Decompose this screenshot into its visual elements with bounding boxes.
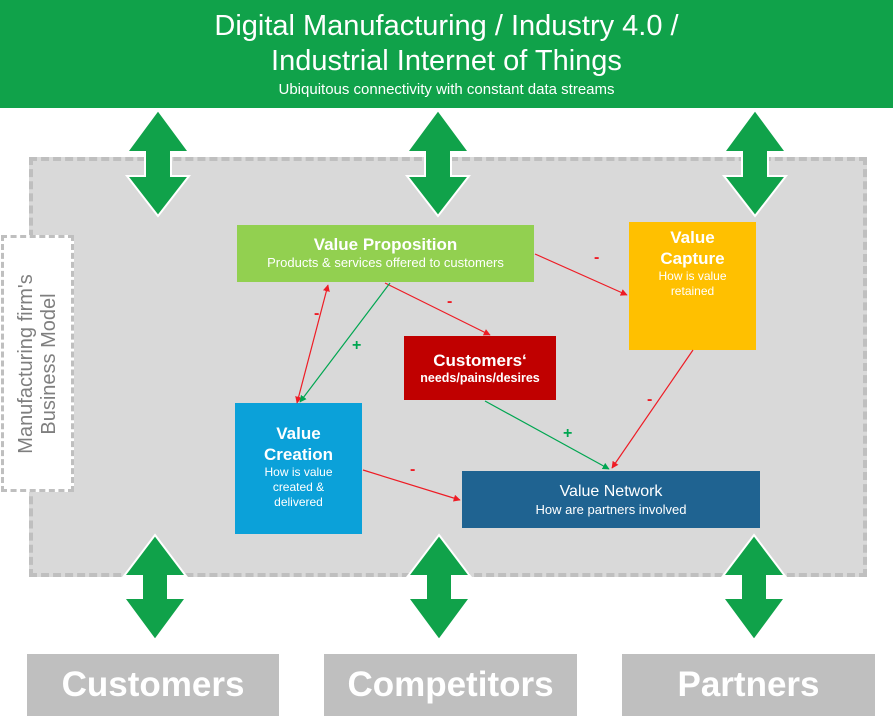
double-arrow-top-center (404, 108, 472, 218)
arrow-creation-to-network (362, 469, 461, 502)
sign-customers-to-network: + (563, 425, 572, 442)
value-capture-sub-line1: How is value (658, 269, 727, 283)
value-capture-sub-line2: retained (670, 284, 715, 298)
sign-vp-to-capture: - (594, 249, 599, 266)
double-arrow-bottom-right (720, 533, 788, 642)
sign-creation-to-network: - (410, 461, 415, 478)
banner-title-line1: Digital Manufacturing / Industry 4.0 / (214, 10, 679, 42)
header-banner: Digital Manufacturing / Industry 4.0 / I… (0, 0, 893, 108)
value-network-subtitle: How are partners involved (535, 502, 687, 517)
value-proposition-title: Value Proposition (313, 235, 458, 254)
sign-vp-to-creation: + (352, 337, 361, 354)
business-model-label: Manufacturing firm's Business Model (1, 235, 74, 492)
sign-capture-to-network: - (647, 391, 652, 408)
stakeholder-competitors: Competitors (324, 654, 577, 716)
customers-needs-box: Customers‘ needs/pains/desires (404, 336, 556, 400)
value-creation-box: Value Creation How is value created & de… (235, 403, 362, 534)
banner-title-line2: Industrial Internet of Things (271, 45, 622, 77)
double-arrow-top-right (721, 108, 789, 218)
value-network-title: Value Network (559, 483, 663, 500)
stakeholder-customers: Customers (27, 654, 279, 716)
arrow-vp-to-creation-green (299, 282, 391, 403)
arrow-customers-to-network (484, 400, 610, 470)
sign-vp-to-customers: - (447, 293, 452, 310)
value-proposition-subtitle: Products & services offered to customers (267, 255, 504, 270)
arrow-vp-to-customers (384, 282, 491, 336)
sign-creation-to-vp: - (314, 305, 319, 322)
value-creation-title-line1: Value (276, 424, 321, 443)
double-arrow-top-left (124, 108, 192, 218)
value-creation-sub-line3: delivered (274, 495, 323, 509)
customers-needs-title: Customers‘ (433, 351, 527, 370)
value-capture-title-line2: Capture (660, 249, 725, 268)
value-creation-sub-line1: How is value (264, 465, 333, 479)
value-creation-sub-line2: created & (272, 480, 325, 494)
arrow-vp-to-capture (534, 253, 628, 296)
arrow-capture-to-network (611, 349, 694, 469)
customers-needs-subtitle: needs/pains/desires (420, 371, 540, 385)
value-network-box: Value Network How are partners involved (462, 471, 760, 528)
double-arrow-bottom-left (121, 533, 189, 642)
value-creation-title-line2: Creation (264, 445, 333, 464)
double-arrow-bottom-center (405, 533, 473, 642)
value-capture-title-line1: Value (670, 228, 715, 247)
arrow-creation-vp-red (295, 284, 330, 404)
stakeholder-partners: Partners (622, 654, 875, 716)
value-capture-box: Value Capture How is value retained (629, 222, 756, 350)
banner-subtitle: Ubiquitous connectivity with constant da… (278, 81, 615, 98)
value-proposition-box: Value Proposition Products & services of… (237, 225, 534, 282)
